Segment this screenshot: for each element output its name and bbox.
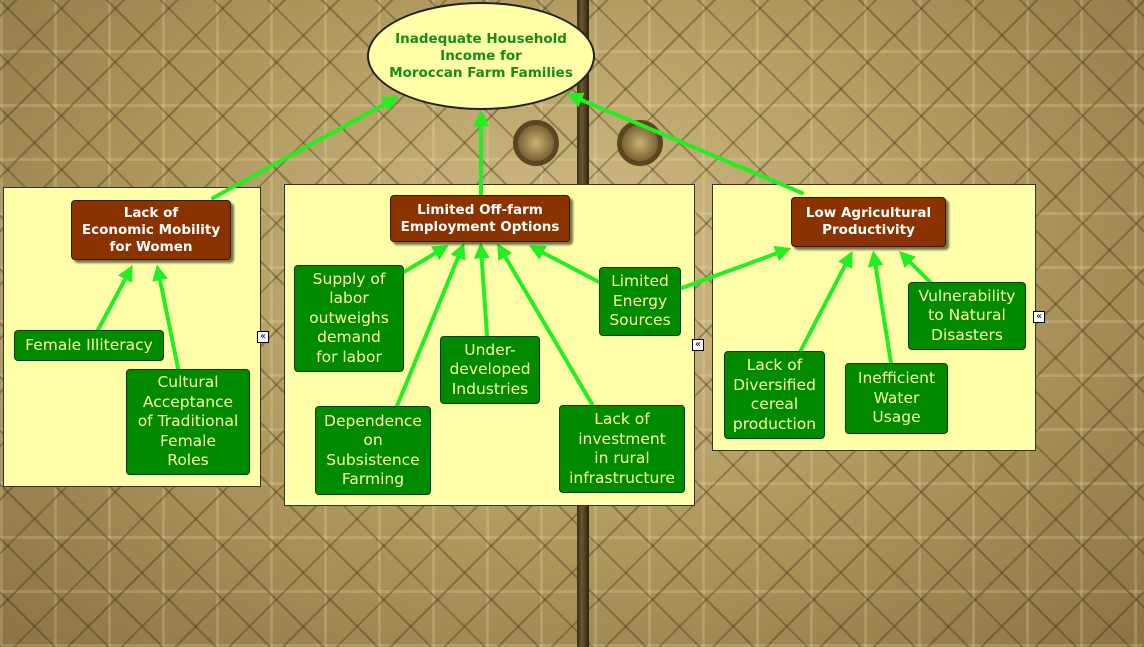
arrow-diversified-to-agriculture: [798, 251, 853, 354]
arrow-energy-to-agriculture: [680, 246, 792, 290]
node-supply-of-labor[interactable]: Supply of labor outweighs demand for lab…: [294, 265, 404, 372]
node-limited-energy-sources[interactable]: Limited Energy Sources: [599, 267, 681, 336]
node-cultural-acceptance[interactable]: Cultural Acceptance of Traditional Femal…: [126, 369, 250, 475]
arrow-agriculture-to-root: [566, 92, 804, 195]
node-low-agricultural-productivity[interactable]: Low Agricultural Productivity: [791, 197, 946, 247]
node-lack-diversified-cereal[interactable]: Lack of Diversified cereal production: [724, 351, 825, 439]
arrow-cultural-to-women: [152, 264, 180, 370]
node-inefficient-water-usage[interactable]: Inefficient Water Usage: [845, 363, 948, 434]
arrow-underdeveloped-to-employment: [473, 242, 490, 337]
node-female-illiteracy[interactable]: Female Illiteracy: [14, 330, 164, 361]
arrow-vulnerability-to-agriculture: [899, 251, 932, 284]
arrow-women-to-root: [211, 96, 399, 200]
root-node[interactable]: Inadequate Household Income for Moroccan…: [367, 2, 595, 110]
node-lack-economic-mobility[interactable]: Lack of Economic Mobility for Women: [71, 200, 231, 260]
arrow-illiteracy-to-women: [96, 265, 133, 332]
node-lack-investment-infrastructure[interactable]: Lack of investment in rural infrastructu…: [559, 405, 685, 493]
node-limited-off-farm-employment[interactable]: Limited Off-farm Employment Options: [390, 195, 570, 242]
arrow-investment-to-employment: [497, 243, 594, 406]
collapse-agriculture-icon[interactable]: «: [1033, 311, 1045, 323]
collapse-employment-icon[interactable]: «: [692, 339, 704, 351]
arrow-water-to-agriculture: [867, 250, 893, 365]
node-vulnerability-natural-disasters[interactable]: Vulnerability to Natural Disasters: [908, 282, 1026, 350]
collapse-women-icon[interactable]: «: [257, 331, 269, 343]
node-underdeveloped-industries[interactable]: Under- developed Industries: [440, 336, 540, 404]
arrow-energy-to-employment: [529, 245, 601, 284]
node-dependence-subsistence[interactable]: Dependence on Subsistence Farming: [315, 406, 431, 495]
arrow-supply-to-employment: [402, 245, 449, 274]
arrow-dependence-to-employment: [395, 242, 466, 408]
door-knocker-left: [513, 120, 559, 166]
door-knocker-right: [617, 120, 663, 166]
